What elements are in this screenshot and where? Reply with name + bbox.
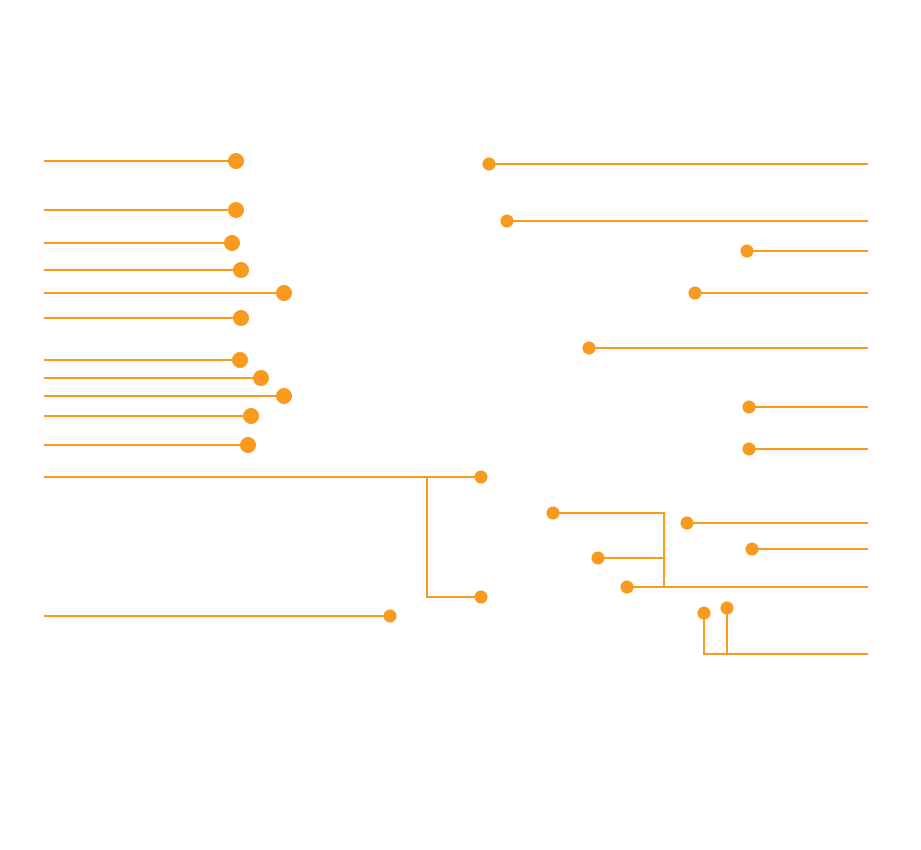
callout-dots: [224, 153, 759, 623]
callout-dot-right-9: [745, 542, 759, 556]
callout-dot-left-10: [243, 408, 259, 424]
callout-dot-left-11: [240, 437, 256, 453]
callout-dot-left-2: [228, 202, 244, 218]
leader-left-bracket-branch: [426, 477, 481, 598]
callout-dot-left-4: [233, 262, 249, 278]
callout-dot-left-12: [383, 609, 397, 623]
callout-dot-left-5: [276, 285, 292, 301]
callout-dot-left-8: [253, 370, 269, 386]
callout-dot-left-1: [228, 153, 244, 169]
callout-dot-left-3: [224, 235, 240, 251]
leader-lines: [44, 160, 868, 655]
callout-dot-right-6: [742, 400, 756, 414]
callout-dot-right-bracket-2: [591, 551, 605, 565]
callout-dot-left-9: [276, 388, 292, 404]
callout-dot-right-bracket-1: [546, 506, 560, 520]
callout-dot-left-7: [232, 352, 248, 368]
callout-dot-right-5: [582, 341, 596, 355]
callout-dot-right-8: [680, 516, 694, 530]
callout-dot-left-6: [233, 310, 249, 326]
callout-dot-right-1: [482, 157, 496, 171]
callout-dot-right-bracket-3: [620, 580, 634, 594]
callout-dot-right-fork-1: [697, 606, 711, 620]
callout-dot-right-fork-2: [720, 601, 734, 615]
callout-dot-right-7: [742, 442, 756, 456]
callout-dot-left-bracket-1: [474, 470, 488, 484]
callout-dot-left-bracket-2: [474, 590, 488, 604]
callout-dot-right-4: [688, 286, 702, 300]
leader-right-fork-1: [703, 613, 868, 655]
callout-dot-right-3: [740, 244, 754, 258]
callout-dot-right-2: [500, 214, 514, 228]
leader-right-bracket-top: [553, 512, 665, 587]
